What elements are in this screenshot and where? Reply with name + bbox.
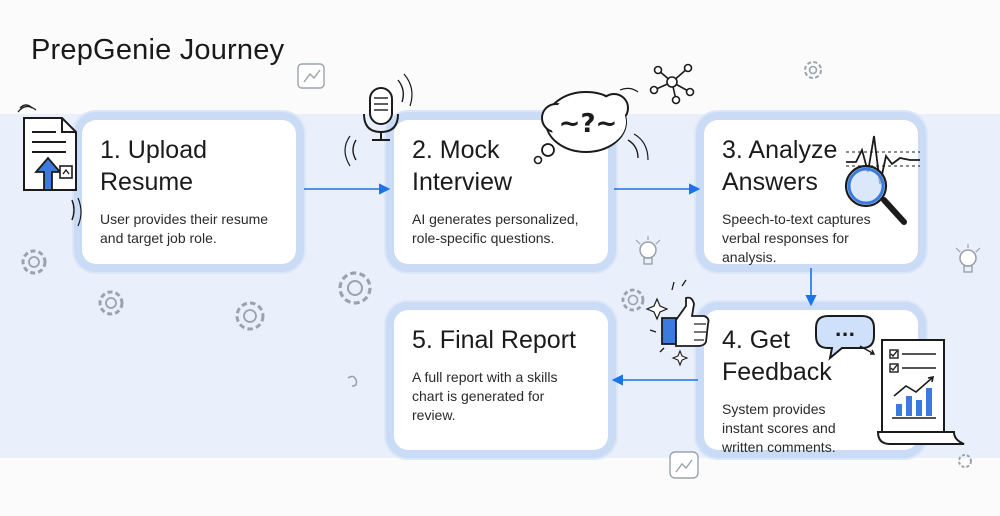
question-bubble-icon: ~?~ (533, 87, 649, 165)
lightbulb-icon (635, 236, 661, 265)
thumbs-up-icon (645, 279, 710, 367)
step-title-line2: Feedback (722, 358, 832, 386)
gear-icon (958, 454, 972, 468)
gear-icon (98, 290, 124, 316)
step-description: A full report with a skills chart is gen… (412, 369, 558, 423)
microphone-icon (344, 73, 413, 167)
step-description: System provides instant scores and writt… (722, 401, 836, 455)
gear-icon (804, 61, 822, 79)
magnifier-icon (844, 164, 907, 225)
small-swirl-icon (347, 375, 358, 387)
step-title-line1: 1. Upload (100, 136, 208, 164)
svg-text:~?~: ~?~ (559, 109, 618, 139)
gear-icon (338, 271, 372, 305)
chat-bubble-icon: ... (815, 315, 875, 361)
step-title-line1: 4. Get (722, 326, 791, 354)
gear-icon (235, 301, 265, 331)
step-title-line2: Resume (100, 168, 194, 196)
document-upload-icon (17, 104, 82, 227)
step-title-line2: Interview (412, 168, 513, 196)
step-description: Speech-to-text captures verbal responses… (722, 211, 871, 265)
step-description: User provides their resume and target jo… (100, 211, 269, 246)
page-title: PrepGenie Journey (31, 34, 285, 66)
lightbulb-icon (955, 244, 981, 273)
report-chart-icon (859, 339, 965, 445)
step-description: AI generates personalized, role-specific… (412, 211, 579, 246)
step-title-line1: 2. Mock (412, 136, 500, 164)
step-card-final-report: 5. Final Report A full report with a ski… (394, 310, 608, 450)
chart-frame-icon (297, 63, 325, 89)
gear-icon (621, 288, 645, 312)
step-title-line1: 3. Analyze (722, 136, 838, 164)
step-title-line2: Answers (722, 168, 818, 196)
network-nodes-icon (649, 63, 695, 105)
step-title: 5. Final Report (412, 324, 590, 356)
svg-text:...: ... (835, 320, 856, 341)
step-title-line1: 5. Final Report (412, 326, 576, 354)
chart-frame-icon (669, 451, 699, 479)
gear-icon (21, 249, 47, 275)
